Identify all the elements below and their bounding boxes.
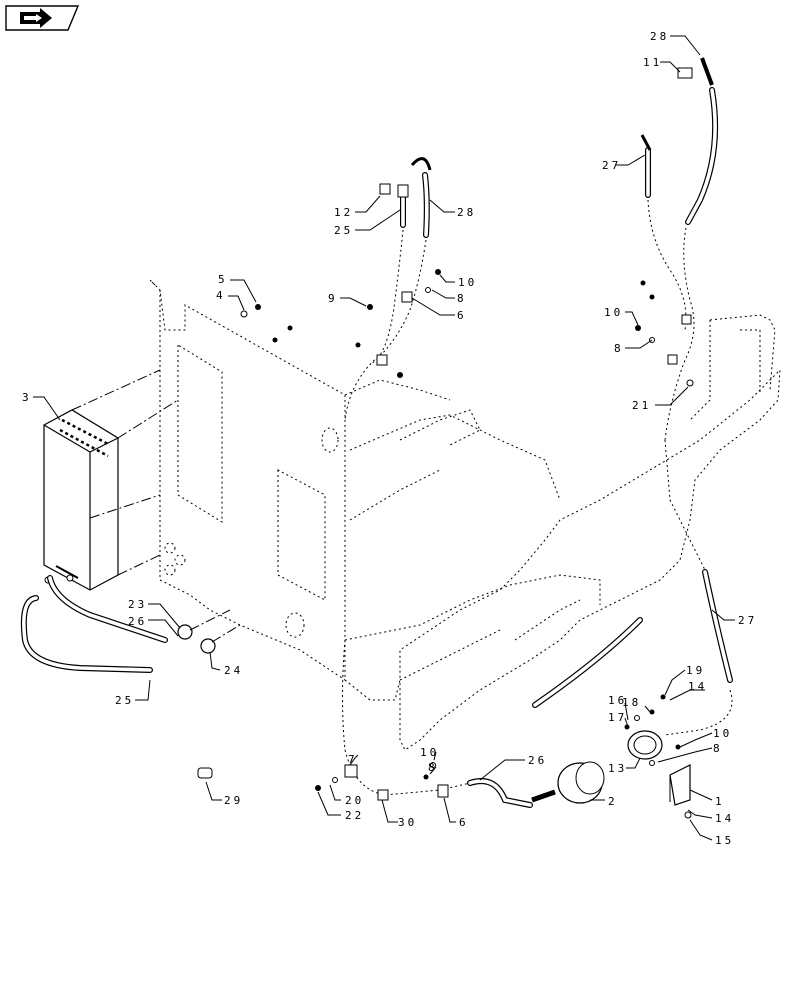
- hose-assembly-center: [379, 157, 432, 238]
- callout-11: 11: [643, 56, 662, 69]
- clamps-lower: [197, 764, 449, 801]
- callout-15: 15: [715, 834, 734, 847]
- callout-25-left: 25: [115, 694, 134, 707]
- callout-17: 17: [608, 711, 627, 724]
- leader-lines: [33, 35, 735, 841]
- frame-outline: [149, 279, 781, 751]
- hose-assembly-right: [640, 57, 719, 225]
- nav-arrow-button[interactable]: [5, 5, 80, 31]
- callout-25-upper: 25: [334, 224, 353, 237]
- callout-8-lower-center: 8: [428, 761, 438, 774]
- callout-4: 4: [216, 289, 226, 302]
- callout-labels: 1 2 3 4 5 6 6 7 8 8 8 8 9 10 10 10 10 11…: [22, 30, 757, 847]
- callout-14-lower: 14: [715, 812, 734, 825]
- callout-3: 3: [22, 391, 32, 404]
- callout-2: 2: [608, 795, 618, 808]
- callout-6-upper: 6: [457, 309, 467, 322]
- callout-10-lower-center: 10: [420, 746, 439, 759]
- callout-10-upper-right: 10: [604, 306, 623, 319]
- callout-8-upper-center: 8: [457, 292, 467, 305]
- callout-12: 12: [334, 206, 353, 219]
- callout-18: 18: [622, 696, 641, 709]
- callout-24: 24: [224, 664, 243, 677]
- bracket-part: [627, 730, 691, 806]
- callout-26-left: 26: [128, 615, 147, 628]
- fuel-filter-part: [467, 761, 605, 808]
- callout-19: 19: [686, 664, 705, 677]
- callout-26-lower: 26: [528, 754, 547, 767]
- hose-lower-right: [532, 569, 733, 708]
- callout-13: 13: [608, 762, 627, 775]
- callout-29: 29: [224, 794, 243, 807]
- callout-21: 21: [632, 399, 651, 412]
- callout-1: 1: [715, 795, 725, 808]
- arrow-right-icon: [20, 8, 52, 28]
- callout-28-upper-right: 28: [650, 30, 669, 43]
- callout-28-center: 28: [457, 206, 476, 219]
- callout-27-lower: 27: [738, 614, 757, 627]
- callout-10-lower-right: 10: [713, 727, 732, 740]
- callout-27-upper: 27: [602, 159, 621, 172]
- callout-14-upper: 14: [688, 680, 707, 693]
- callout-5: 5: [218, 273, 228, 286]
- callout-16: 16: [608, 694, 627, 707]
- callout-10-upper-center: 10: [458, 276, 477, 289]
- callout-7: 7: [348, 753, 358, 766]
- callout-6-lower: 6: [459, 816, 469, 829]
- callout-9: 9: [328, 292, 338, 305]
- callout-23: 23: [128, 598, 147, 611]
- oil-cooler-part: [43, 409, 119, 591]
- callout-8-lower-right: 8: [713, 742, 723, 755]
- callout-20: 20: [345, 794, 364, 807]
- callout-22: 22: [345, 809, 364, 822]
- callout-8-upper-right: 8: [614, 342, 624, 355]
- hose-assembly-left: [20, 575, 216, 673]
- fasteners: [240, 269, 694, 819]
- callout-30: 30: [398, 816, 417, 829]
